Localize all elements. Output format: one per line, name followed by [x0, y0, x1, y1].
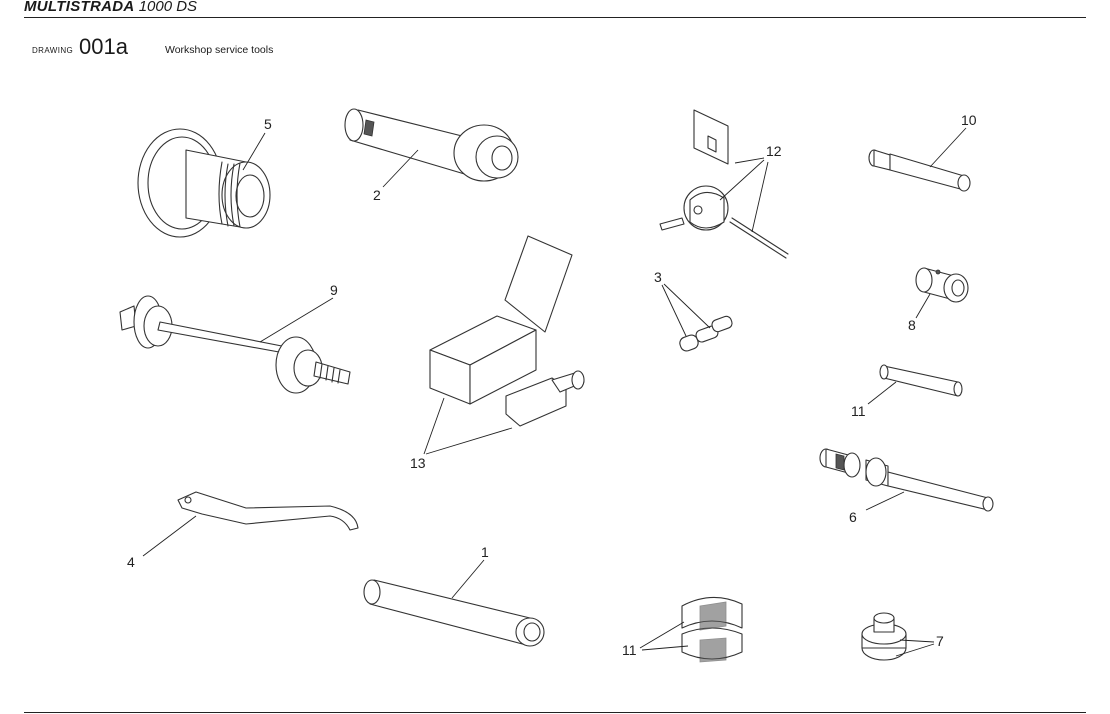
- tool-4-hook-spanner: [177, 491, 359, 531]
- leader-1: [451, 559, 485, 599]
- callout-6: 6: [849, 509, 857, 525]
- leader-12a: [734, 157, 765, 164]
- header-rule: [24, 17, 1086, 18]
- footer-rule: [24, 712, 1086, 713]
- tool-8-bushing: [915, 267, 969, 303]
- callout-10: 10: [961, 112, 977, 128]
- callout-12: 12: [766, 143, 782, 159]
- tool-2-shaft: [344, 108, 519, 182]
- leader-4: [142, 515, 197, 557]
- callout-7: 7: [936, 633, 944, 649]
- leader-6: [865, 491, 905, 511]
- tool-5-threaded-installer: [137, 128, 271, 238]
- leader-11a: [867, 381, 897, 405]
- tool-3-chain-links: [679, 315, 733, 352]
- leader-5: [242, 132, 266, 171]
- tool-11-rod: [879, 364, 963, 397]
- tool-10-stepped-pin: [868, 149, 971, 192]
- tool-6-stepped-shaft: [819, 448, 994, 512]
- leader-13a: [423, 397, 445, 455]
- callout-2: 2: [373, 187, 381, 203]
- tool-13-box-kit: [429, 235, 585, 427]
- drawing-number: 001a: [79, 34, 128, 59]
- callout-13: 13: [410, 455, 426, 471]
- leader-2: [382, 149, 419, 188]
- tool-1-tube: [363, 579, 545, 647]
- leader-8: [915, 293, 931, 319]
- drawing-title: Workshop service tools: [165, 44, 274, 56]
- model-brand: MULTISTRADA: [24, 0, 135, 15]
- callout-8: 8: [908, 317, 916, 333]
- callout-9: 9: [330, 282, 338, 298]
- leader-3a: [661, 284, 687, 337]
- leader-11b-b: [641, 645, 689, 651]
- callout-4: 4: [127, 554, 135, 570]
- callout-5: 5: [264, 116, 272, 132]
- tool-7-adaptor: [861, 612, 907, 661]
- callout-1: 1: [481, 544, 489, 560]
- tool-12-timing-set: [659, 109, 789, 259]
- tool-9-puller-shaft: [119, 295, 351, 394]
- callout-3: 3: [654, 269, 662, 285]
- leader-12c: [751, 161, 769, 233]
- leader-10: [929, 127, 967, 168]
- leader-9: [259, 297, 334, 343]
- leader-3b: [663, 283, 711, 329]
- leader-12b: [719, 159, 765, 201]
- leader-7a: [899, 639, 935, 643]
- callout-11-lower: 11: [622, 642, 637, 658]
- leader-11b-a: [639, 621, 685, 649]
- drawing-label: DRAWING: [32, 46, 74, 55]
- page-header-title: MULTISTRADA 1000 DS: [24, 0, 197, 16]
- tool-11-split-collar: [681, 596, 743, 663]
- callout-11-upper: 11: [851, 403, 866, 419]
- model-variant: 1000 DS: [138, 0, 198, 15]
- leader-7b: [895, 643, 935, 657]
- leader-13b: [425, 427, 513, 455]
